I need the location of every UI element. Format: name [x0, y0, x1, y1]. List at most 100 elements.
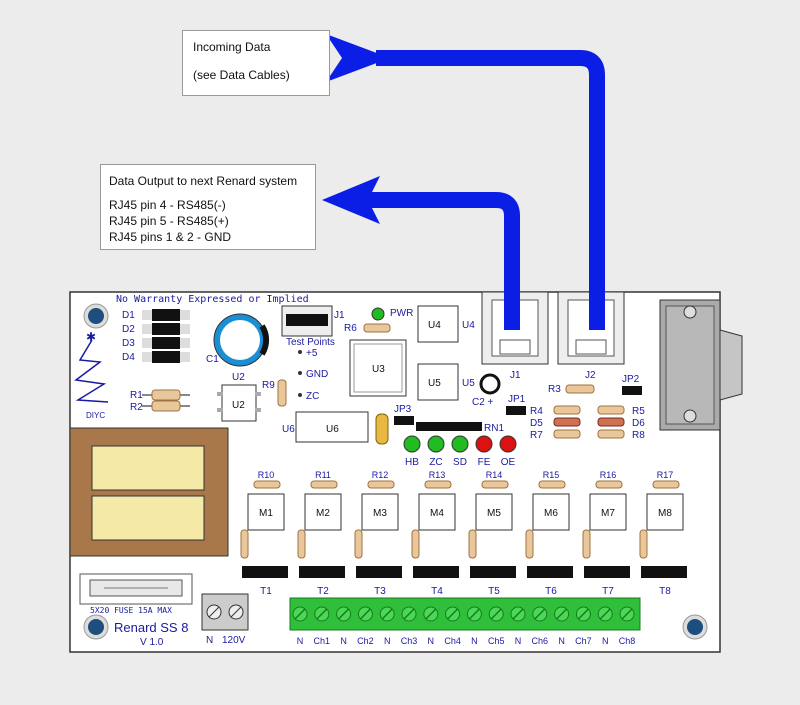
resistor-icon [468, 529, 477, 559]
triac-label: T4 [431, 586, 443, 597]
resistor-icon [253, 480, 281, 489]
terminal-label: Ch1 [314, 636, 331, 646]
part-label: D6 [632, 418, 645, 429]
resistor-icon [240, 529, 249, 559]
data-output-callout: Data Output to next Renard system RJ45 p… [100, 164, 316, 250]
resistor-icon [297, 529, 306, 559]
r6-label: R6 [344, 323, 357, 334]
resistor-icon [595, 480, 623, 489]
opto-label: M6 [544, 508, 558, 519]
resistor-icon [481, 480, 509, 489]
output-arrow-head [322, 176, 380, 224]
power-120v-label: 120V [222, 635, 246, 646]
resistor-icon [363, 323, 391, 333]
u5-side-label: U5 [462, 378, 475, 389]
fuse-holder-icon [79, 573, 193, 605]
r1-label: R1 [130, 390, 143, 401]
terminal-label: N [297, 636, 304, 646]
jp1-label: JP1 [508, 394, 526, 405]
u3-label: U3 [372, 364, 385, 375]
output-data-arrow [360, 192, 520, 330]
triac-label: T3 [374, 586, 386, 597]
u2-top-label: U2 [232, 372, 245, 383]
tp-gnd-label: GND [306, 369, 328, 380]
resistor-label: R12 [372, 470, 389, 480]
opto-label: M1 [259, 508, 273, 519]
r2-label: R2 [130, 402, 143, 413]
u3-chip [349, 339, 407, 397]
status-led-icon [499, 435, 517, 453]
terminal-label: Ch2 [357, 636, 374, 646]
resistor-icon [424, 480, 452, 489]
led-label: OE [501, 457, 516, 468]
opto-chip [247, 493, 285, 531]
u4-side-label: U4 [462, 320, 475, 331]
part-label: R4 [530, 406, 543, 417]
jp2-label: JP2 [622, 374, 640, 385]
status-led-icon [427, 435, 445, 453]
status-led-icon [403, 435, 421, 453]
resistor-icon [639, 529, 648, 559]
power-terminal-icon [201, 593, 249, 631]
pwr-led-icon [371, 307, 385, 321]
output-pin5: RJ45 pin 5 - RS485(+) [109, 214, 229, 228]
right-parts: R4 D5 R7 R5 D6 R8 [530, 405, 645, 441]
u6-chip [295, 411, 369, 443]
terminal-label: Ch6 [532, 636, 549, 646]
u6-chip-label: U6 [326, 424, 339, 435]
opto-chip [646, 493, 684, 531]
opto-label: M4 [430, 508, 444, 519]
u5-chip-label: U5 [428, 378, 441, 389]
resistor-label: R16 [600, 470, 617, 480]
terminal-label: N [515, 636, 522, 646]
triac-label: T8 [659, 586, 671, 597]
rn1-label: RN1 [484, 423, 504, 434]
j1-rj45-label: J1 [510, 370, 521, 381]
triac-icon [413, 566, 459, 578]
opto-chip [418, 493, 456, 531]
triac-icon [356, 566, 402, 578]
opto-label: M2 [316, 508, 330, 519]
test-points-label: Test Points [286, 337, 335, 348]
led-label: SD [453, 457, 467, 468]
resistor-icon [367, 480, 395, 489]
triac-icon [641, 566, 687, 578]
terminal-label: Ch3 [401, 636, 418, 646]
resistor-label: R10 [258, 470, 275, 480]
resistor-label: R11 [315, 470, 331, 480]
status-leds: HB ZC SD FE OE [403, 435, 517, 468]
status-led-icon [475, 435, 493, 453]
part-label: R5 [632, 406, 645, 417]
led-label: HB [405, 457, 419, 468]
resistor-icon [538, 480, 566, 489]
opto-label: M3 [373, 508, 387, 519]
tp-zc-label: ZC [306, 391, 319, 402]
part-label: R8 [632, 430, 645, 441]
resistor-label: R13 [429, 470, 446, 480]
r9-label: R9 [262, 380, 275, 391]
opto-chip [532, 493, 570, 531]
jp3-label: JP3 [394, 404, 412, 415]
terminal-label: N [428, 636, 435, 646]
opto-chip [361, 493, 399, 531]
led-label: ZC [429, 457, 442, 468]
diode-label: D3 [122, 338, 135, 349]
terminal-label: N [471, 636, 478, 646]
mount-hole-icon [83, 303, 109, 329]
resistor-label: R15 [543, 470, 560, 480]
output-pins12: RJ45 pins 1 & 2 - GND [109, 230, 232, 244]
capacitor-c2-icon [479, 373, 501, 395]
r3-label: R3 [548, 384, 561, 395]
board-name: Renard SS 8 [114, 620, 188, 635]
diode-label: D4 [122, 352, 135, 363]
u2-chip-label: U2 [232, 400, 245, 411]
led-label: FE [478, 457, 491, 468]
terminal-label: N [340, 636, 347, 646]
output-title: Data Output to next Renard system [109, 174, 298, 188]
resistor-icon [310, 480, 338, 489]
j2-label: J2 [585, 370, 596, 381]
part-label: R7 [530, 430, 543, 441]
rn1-network [416, 422, 482, 431]
